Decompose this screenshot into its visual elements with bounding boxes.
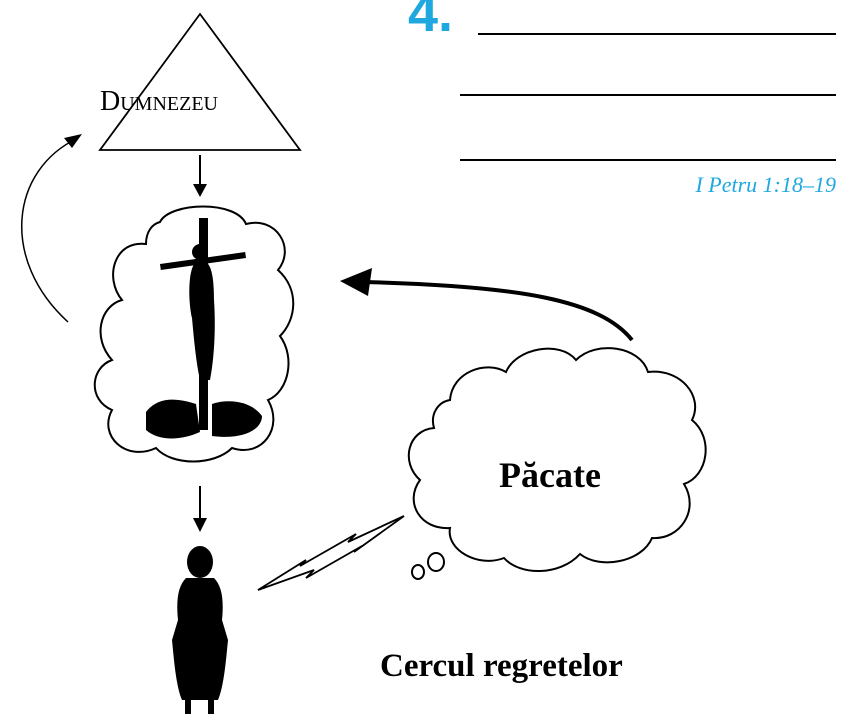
thought-bubble-medium [427,552,445,572]
sins-to-cross-arrow [363,280,634,342]
god-label-initial: D [100,86,121,117]
sins-label: Păcate [499,455,601,495]
triangle-icon [98,12,302,151]
woman-icon [172,546,228,714]
arrow-head-god-to-cross [193,184,207,197]
thought-cloud-icon [407,347,707,572]
return-arrow [20,137,79,323]
lightning-icon [257,515,405,591]
step-number: 4. [408,0,454,43]
thought-bubble-small [411,564,425,580]
scripture-reference: I Petru 1:18–19 [695,172,836,197]
crucifix-icon [146,218,262,439]
return-arrow-head [64,134,82,148]
diagram-caption: Cercul regretelor [380,648,623,684]
sins-arrow-head [340,268,372,296]
god-label-rest: UMNEZEU [120,93,218,115]
arrow-head-cross-to-person [193,518,207,532]
cross-cloud [93,205,295,463]
god-label: DUMNEZEU [100,86,300,118]
